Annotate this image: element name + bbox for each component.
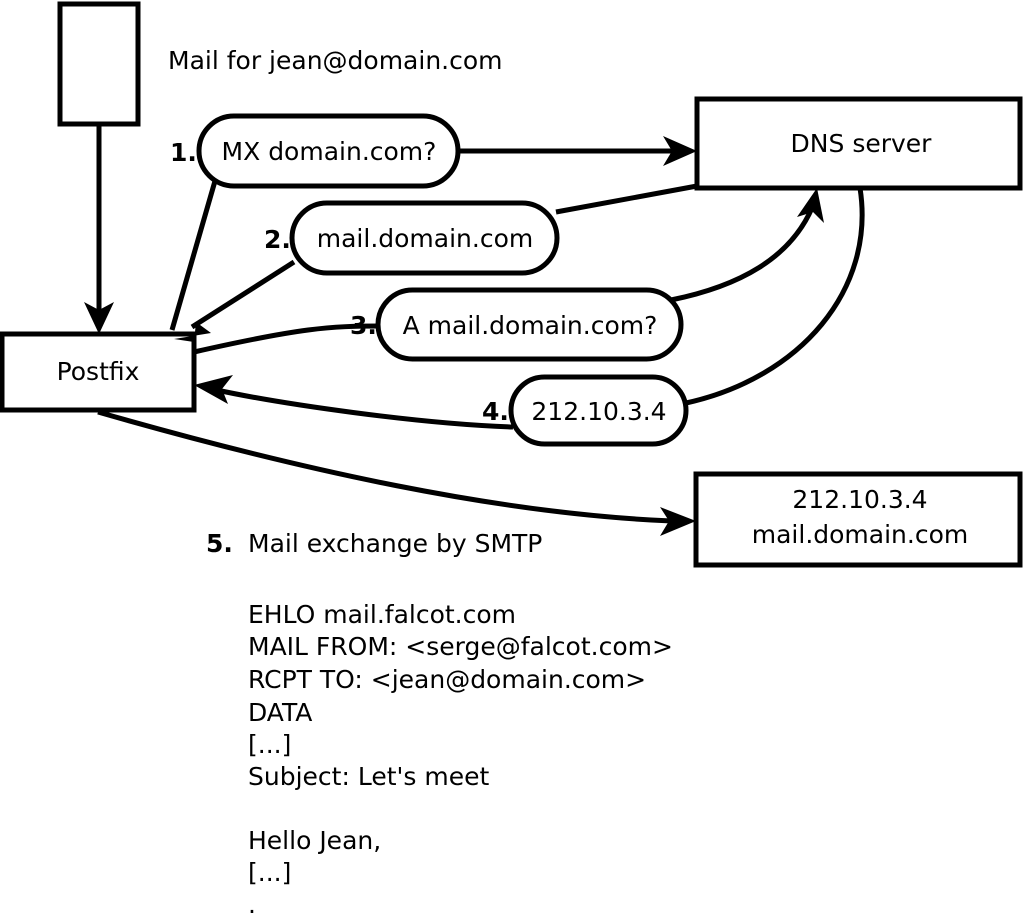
arrowhead-sender-to-postfix <box>84 302 114 334</box>
step-3-number: 3. <box>350 311 377 340</box>
edge-dns-to-step4 <box>685 187 865 406</box>
smtp-line-7: Hello Jean, <box>248 826 381 855</box>
edge-step4-to-postfix <box>211 386 514 430</box>
edge-dns-to-step2 <box>555 183 698 215</box>
smtp-line-0: EHLO mail.falcot.com <box>248 600 516 629</box>
edge-postfix-to-step3 <box>193 323 382 355</box>
edge-postfix-to-target <box>97 409 673 524</box>
sender-box <box>57 1 141 127</box>
step-1-number: 1. <box>170 138 197 167</box>
arrowhead-step2-to-postfix <box>174 322 211 342</box>
caption-mail-for: Mail for jean@domain.com <box>168 46 503 75</box>
step-1-bubble <box>196 113 461 189</box>
step-5-label: Mail exchange by SMTP <box>248 529 542 558</box>
arrowhead-step3-to-dns <box>797 188 824 223</box>
step-4-number: 4. <box>482 397 509 426</box>
target-server-ip: 212.10.3.4 <box>792 485 927 514</box>
step-2-label: mail.domain.com <box>317 224 533 253</box>
smtp-line-2: RCPT TO: <jean@domain.com> <box>248 665 646 694</box>
step-4-bubble <box>508 374 689 447</box>
dns-server-box <box>694 96 1023 191</box>
step-1-label: MX domain.com? <box>222 137 437 166</box>
arrowhead-step4-to-postfix <box>194 375 233 404</box>
step-5-number: 5. <box>206 529 233 558</box>
smtp-line-5: Subject: Let's meet <box>248 762 489 791</box>
arrowhead-postfix-to-target <box>660 507 696 536</box>
step-3-label: A mail.domain.com? <box>403 311 658 340</box>
smtp-line-8: [...] <box>248 858 291 887</box>
postfix-box <box>0 331 197 413</box>
edge-step3-to-dns <box>670 206 815 303</box>
step-3-bubble <box>375 287 684 362</box>
postfix-label: Postfix <box>57 357 140 386</box>
dns-server-label: DNS server <box>791 129 933 158</box>
target-server-host: mail.domain.com <box>752 520 968 549</box>
edge-step2-to-postfix <box>190 259 296 330</box>
step-2-bubble <box>289 200 560 276</box>
edge-step1-tail <box>169 180 218 331</box>
target-server-box <box>693 471 1023 568</box>
smtp-line-4: [...] <box>248 730 291 759</box>
smtp-line-3: DATA <box>248 698 312 727</box>
step-4-label: 212.10.3.4 <box>531 397 666 426</box>
step-2-number: 2. <box>264 225 291 254</box>
arrowhead-step1-to-dns <box>663 136 697 166</box>
smtp-line-1: MAIL FROM: <serge@falcot.com> <box>248 632 673 661</box>
smtp-line-9: . <box>248 890 256 919</box>
